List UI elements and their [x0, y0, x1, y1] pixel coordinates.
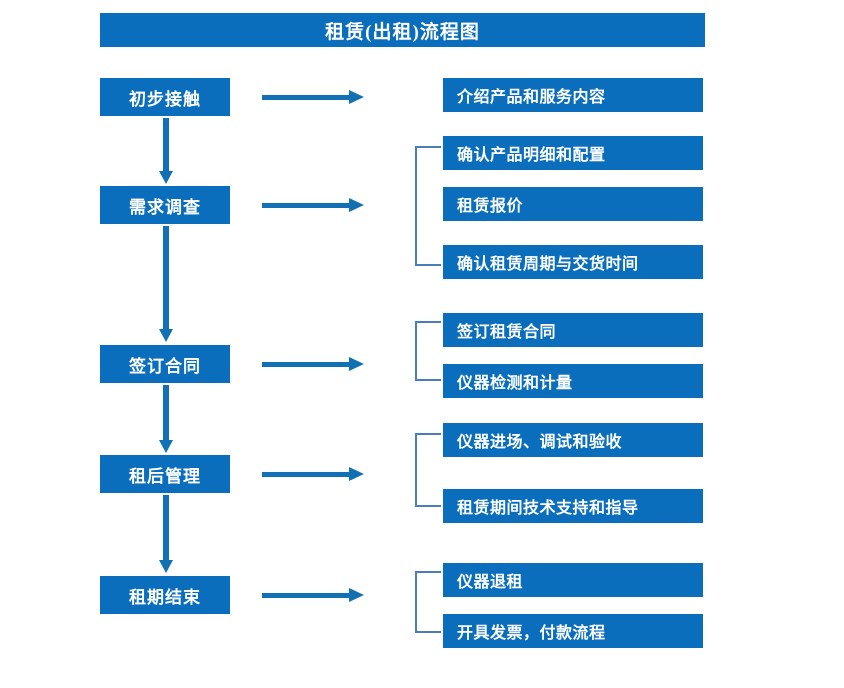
down-arrow-icon — [159, 495, 173, 573]
detail-box[interactable]: 租赁期间技术支持和指导 — [443, 489, 703, 523]
detail-box[interactable]: 仪器进场、调试和验收 — [443, 423, 703, 457]
group-bracket — [415, 321, 441, 381]
arrow-shaft — [163, 226, 169, 330]
arrow-head — [349, 90, 364, 104]
arrow-shaft — [163, 385, 169, 441]
arrow-shaft — [262, 472, 350, 477]
arrow-head — [159, 560, 173, 573]
stage-box[interactable]: 签订合同 — [100, 345, 230, 383]
arrow-shaft — [262, 593, 350, 598]
arrow-shaft — [262, 362, 350, 367]
arrow-shaft — [262, 95, 350, 100]
right-arrow-icon — [262, 357, 364, 371]
detail-box[interactable]: 仪器检测和计量 — [443, 364, 703, 398]
arrow-head — [349, 198, 364, 212]
arrow-head — [349, 357, 364, 371]
arrow-shaft — [163, 118, 169, 172]
down-arrow-icon — [159, 385, 173, 453]
down-arrow-icon — [159, 118, 173, 184]
group-bracket — [415, 146, 441, 266]
arrow-head — [159, 440, 173, 453]
arrow-head — [159, 329, 173, 342]
arrow-head — [349, 588, 364, 602]
stage-box[interactable]: 需求调查 — [100, 186, 230, 224]
page-title: 租赁(出租)流程图 — [100, 13, 705, 47]
stage-box[interactable]: 租期结束 — [100, 576, 230, 614]
right-arrow-icon — [262, 467, 364, 481]
group-bracket — [415, 571, 441, 633]
detail-box[interactable]: 介绍产品和服务内容 — [443, 78, 703, 112]
stage-box[interactable]: 租后管理 — [100, 455, 230, 493]
detail-box[interactable]: 租赁报价 — [443, 187, 703, 221]
arrow-shaft — [262, 203, 350, 208]
detail-box[interactable]: 确认租赁周期与交货时间 — [443, 245, 703, 279]
detail-box[interactable]: 开具发票，付款流程 — [443, 614, 703, 648]
stage-box[interactable]: 初步接触 — [100, 78, 230, 116]
right-arrow-icon — [262, 588, 364, 602]
arrow-shaft — [163, 495, 169, 561]
right-arrow-icon — [262, 90, 364, 104]
detail-box[interactable]: 仪器退租 — [443, 563, 703, 597]
detail-box[interactable]: 确认产品明细和配置 — [443, 136, 703, 170]
detail-box[interactable]: 签订租赁合同 — [443, 313, 703, 347]
right-arrow-icon — [262, 198, 364, 212]
group-bracket — [415, 433, 441, 507]
arrow-head — [159, 171, 173, 184]
arrow-head — [349, 467, 364, 481]
down-arrow-icon — [159, 226, 173, 342]
